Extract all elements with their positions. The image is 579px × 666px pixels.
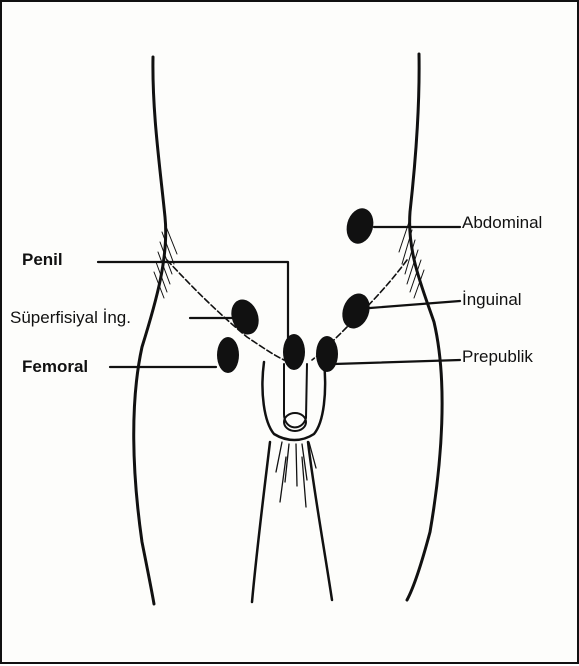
left-inner-leg (252, 442, 270, 602)
right-body-outline (407, 54, 442, 600)
leader-inguinal (370, 301, 460, 308)
label-superfisiyal: Süperfisiyal İng. (10, 309, 131, 326)
label-abdominal: Abdominal (462, 214, 542, 231)
superficial-inguinal-node (227, 296, 264, 339)
label-prepublik: Prepublik (462, 348, 533, 365)
penis-outline (284, 364, 307, 427)
abdominal-node (343, 205, 377, 247)
prepubic-node (316, 336, 338, 372)
right-inner-leg (308, 442, 332, 600)
inguinal-node (338, 290, 375, 333)
left-body-outline (134, 57, 166, 604)
label-penil: Penil (22, 251, 63, 268)
scrotum-outline (262, 362, 325, 440)
lymph-nodes (217, 205, 377, 373)
penile-node-left (283, 334, 305, 370)
label-inguinal: İnguinal (462, 291, 522, 308)
femoral-node (217, 337, 239, 373)
leader-lines (98, 227, 460, 367)
label-femoral: Femoral (22, 358, 88, 375)
